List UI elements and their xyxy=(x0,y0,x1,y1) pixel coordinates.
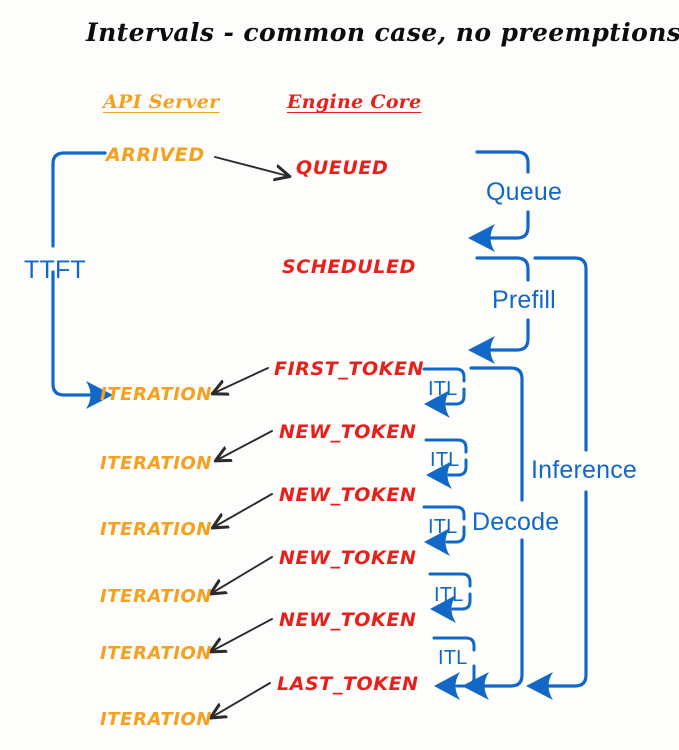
interval-label-itl: ITL xyxy=(438,647,468,669)
connector-token-to-iteration xyxy=(214,493,273,527)
interval-label-ttft: TTFT xyxy=(24,256,86,284)
state-new-token: NEW_TOKEN xyxy=(279,609,417,631)
state-iteration: ITERATION xyxy=(100,453,213,474)
inference-arrowhead xyxy=(526,672,553,700)
state-queued: QUEUED xyxy=(296,157,389,179)
state-iteration: ITERATION xyxy=(100,709,213,730)
interval-label-itl: ITL xyxy=(430,449,460,471)
connector-token-to-iteration xyxy=(217,430,273,460)
prefill-arrowhead xyxy=(468,336,495,364)
decode-arrowhead xyxy=(462,672,489,700)
state-new-token: NEW_TOKEN xyxy=(279,547,417,569)
state-iteration: ITERATION xyxy=(100,586,213,607)
state-iteration: ITERATION xyxy=(100,384,213,405)
itl-bracket xyxy=(455,664,476,688)
state-first-token: FIRST_TOKEN xyxy=(274,358,425,380)
connector-token-to-iteration xyxy=(212,682,271,717)
state-iteration: ITERATION xyxy=(100,643,213,664)
page-title: Intervals - common case, no preemptions xyxy=(86,18,679,47)
connector-token-to-iteration xyxy=(214,367,269,393)
interval-label-decode: Decode xyxy=(472,508,560,536)
state-new-token: NEW_TOKEN xyxy=(279,421,417,443)
column-header-api-server: API Server xyxy=(103,91,220,113)
interval-label-prefill: Prefill xyxy=(492,286,556,314)
queue-arrowhead xyxy=(468,224,495,252)
interval-label-itl: ITL xyxy=(428,378,458,400)
state-new-token: NEW_TOKEN xyxy=(279,484,417,506)
interval-label-queue: Queue xyxy=(486,178,563,206)
connector-token-to-iteration xyxy=(212,618,273,651)
state-iteration: ITERATION xyxy=(100,519,213,540)
column-header-engine-core: Engine Core xyxy=(287,91,422,113)
state-arrived: ARRIVED xyxy=(106,144,205,166)
interval-label-inference: Inference xyxy=(531,456,638,484)
state-last-token: LAST_TOKEN xyxy=(277,673,419,695)
connector-arrived-to-queued xyxy=(214,156,288,176)
itl-arrowhead xyxy=(434,672,460,700)
connector-token-to-iteration-group xyxy=(212,367,273,717)
connector-token-to-iteration xyxy=(212,556,273,593)
state-scheduled: SCHEDULED xyxy=(282,256,416,278)
interval-label-itl: ITL xyxy=(434,584,464,606)
interval-label-itl: ITL xyxy=(428,516,458,538)
